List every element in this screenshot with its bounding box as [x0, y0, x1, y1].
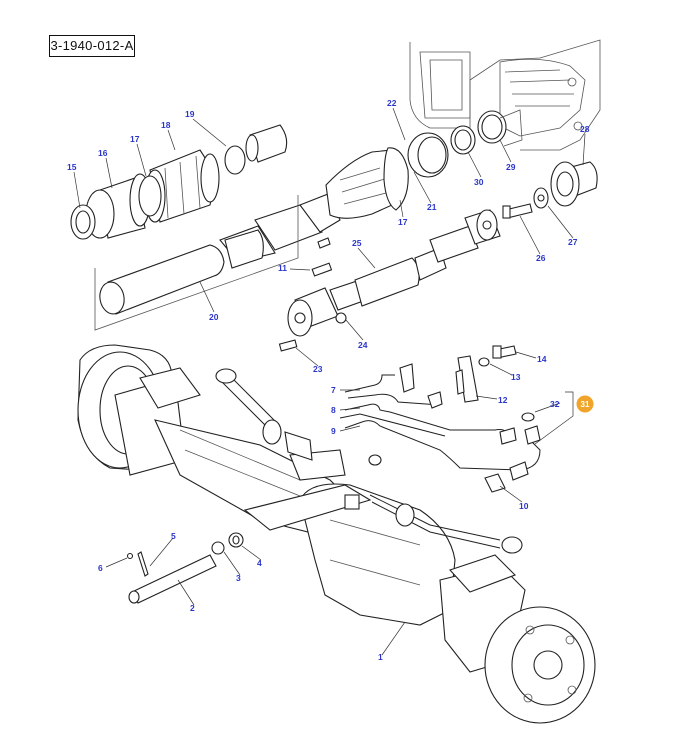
- callout-27: 27: [568, 237, 578, 247]
- callout-30: 30: [474, 177, 484, 187]
- axle-housing: [77, 344, 596, 724]
- bracket-hardware: [455, 345, 517, 403]
- callout-7: 7: [331, 385, 336, 395]
- group-frame: [94, 195, 299, 331]
- gearbox-housing: [409, 39, 601, 151]
- callout-32: 32: [550, 399, 560, 409]
- highlighted-callout-31[interactable]: 31: [576, 395, 594, 413]
- callout-16: 16: [98, 148, 108, 158]
- callout-21: 21: [427, 202, 437, 212]
- callout-15: 15: [67, 162, 77, 172]
- callout-4: 4: [257, 558, 262, 568]
- callout-31: 31: [581, 400, 590, 409]
- callout-11: 11: [278, 263, 287, 273]
- callout-17: 17: [130, 134, 140, 144]
- callout-8: 8: [331, 405, 336, 415]
- leader-lines: [73, 107, 586, 656]
- callout-labels: 15 16 17 18 19 20 22 21 17 30 29 28 27 2…: [67, 98, 594, 662]
- steering-linkage: [215, 368, 523, 554]
- callout-22: 22: [387, 98, 397, 108]
- callout-24: 24: [358, 340, 368, 350]
- callout-9: 9: [331, 426, 336, 436]
- callout-2: 2: [190, 603, 195, 613]
- diagram-reference-label: 3-1940-012-A: [49, 35, 135, 57]
- output-flange: [502, 161, 598, 219]
- seal-rings: [407, 109, 523, 178]
- callout-26: 26: [536, 253, 546, 263]
- callout-3: 3: [236, 573, 241, 583]
- callout-5: 5: [171, 531, 176, 541]
- callout-14: 14: [537, 354, 547, 364]
- bellows-assembly: [70, 124, 288, 240]
- cardan-shaft: [278, 209, 501, 352]
- callout-13: 13: [511, 372, 521, 382]
- callout-6: 6: [98, 563, 103, 573]
- callout-10: 10: [519, 501, 529, 511]
- hydraulic-pipes: [339, 363, 541, 493]
- callout-1: 1: [378, 652, 383, 662]
- shaft-tube: [99, 229, 264, 315]
- callout-12: 12: [498, 395, 508, 405]
- callout-20: 20: [209, 312, 219, 322]
- callout-29: 29: [506, 162, 516, 172]
- pin-assembly: [126, 532, 244, 604]
- callout-23: 23: [313, 364, 323, 374]
- callout-25: 25: [352, 238, 362, 248]
- callout-17b: 17: [398, 217, 408, 227]
- callout-18: 18: [161, 120, 171, 130]
- callout-19: 19: [185, 109, 195, 119]
- highlight-badge: [576, 395, 594, 413]
- callout-28: 28: [580, 124, 590, 134]
